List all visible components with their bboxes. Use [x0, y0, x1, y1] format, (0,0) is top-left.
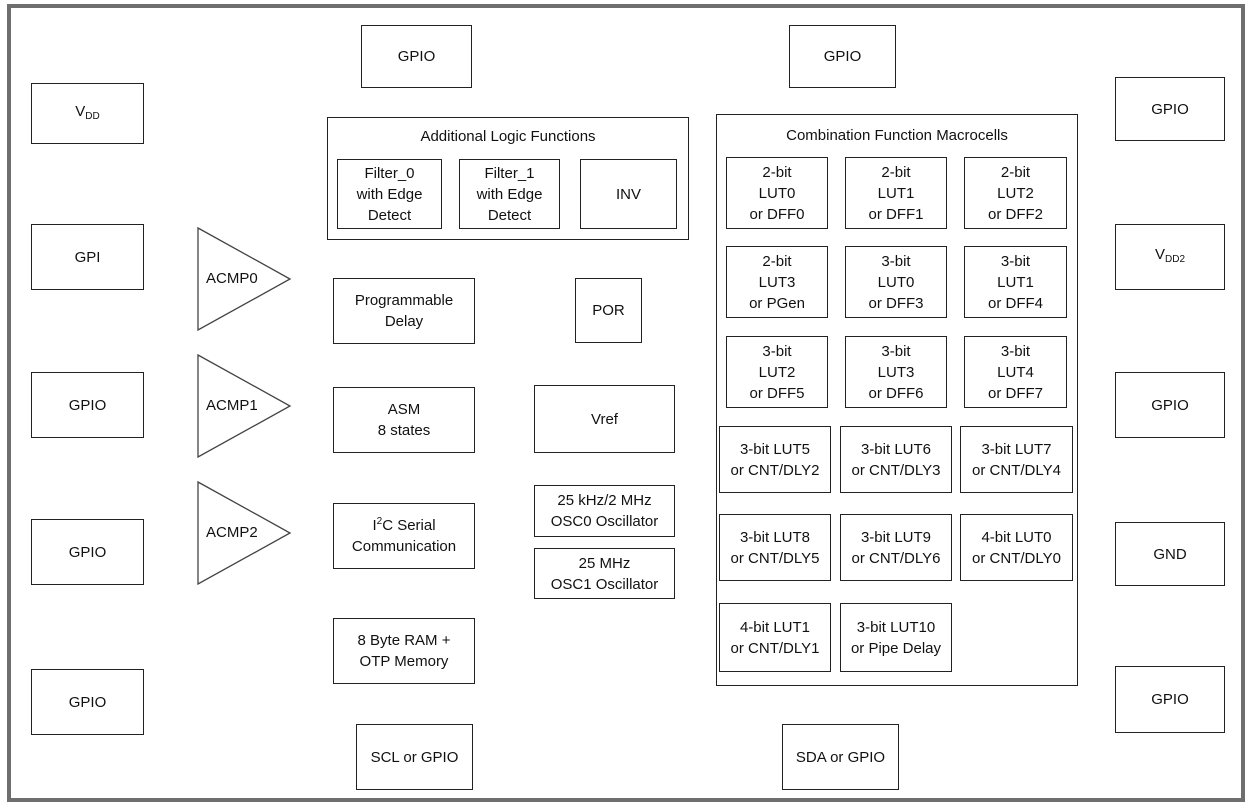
- macrocell: 3-bit LUT7 or CNT/DLY4: [960, 426, 1073, 493]
- pin-label: GPIO: [68, 396, 107, 414]
- macrocell: 2-bit LUT2 or DFF2: [964, 157, 1067, 229]
- macrocell-label: 2-bit LUT1 or DFF1: [868, 163, 924, 223]
- macrocell: 3-bit LUT8 or CNT/DLY5: [719, 514, 831, 581]
- block-label: Filter_0 with Edge Detect: [356, 164, 423, 224]
- vref-block: Vref: [534, 385, 675, 453]
- macrocell-label: 3-bit LUT1 or DFF4: [987, 252, 1043, 312]
- macrocell: 3-bit LUT9 or CNT/DLY6: [840, 514, 952, 581]
- macrocell: 3-bit LUT6 or CNT/DLY3: [840, 426, 952, 493]
- acmp2-triangle-icon: [197, 481, 292, 585]
- pin-label: VDD2: [1154, 246, 1186, 265]
- filter-0-block: Filter_0 with Edge Detect: [337, 159, 442, 229]
- block-label: Filter_1 with Edge Detect: [476, 164, 543, 224]
- pin-gpi: GPI: [31, 224, 144, 290]
- pin-left-gpio-3: GPIO: [31, 669, 144, 735]
- block-label: 25 MHz OSC1 Oscillator: [550, 554, 659, 593]
- macrocells-title: Combination Function Macrocells: [786, 127, 1008, 144]
- filter-1-block: Filter_1 with Edge Detect: [459, 159, 560, 229]
- macrocell: 3-bit LUT1 or DFF4: [964, 246, 1067, 318]
- acmp2-label: ACMP2: [206, 524, 258, 541]
- pin-label: VDD: [75, 102, 100, 122]
- macrocell-label: 3-bit LUT6 or CNT/DLY3: [851, 440, 941, 479]
- pin-top-left: GPIO: [361, 25, 472, 88]
- block-label: ASM 8 states: [377, 401, 431, 439]
- pin-left-gpio-2: GPIO: [31, 519, 144, 585]
- pin-right-gpio-1: GPIO: [1115, 77, 1225, 141]
- macrocell-label: 3-bit LUT2 or DFF5: [749, 342, 805, 402]
- macrocell-label: 2-bit LUT3 or PGen: [749, 252, 805, 312]
- block-label: Programmable Delay: [354, 292, 454, 330]
- macrocell: 3-bit LUT0 or DFF3: [845, 246, 947, 318]
- inv-block: INV: [580, 159, 677, 229]
- pin-label: SDA or GPIO: [795, 748, 886, 766]
- acmp0-label: ACMP0: [206, 270, 258, 287]
- pin-top-right: GPIO: [789, 25, 896, 88]
- pin-label: GPIO: [68, 693, 107, 711]
- pin-label: GPIO: [823, 48, 862, 65]
- pin-vdd2: VDD2: [1115, 224, 1225, 290]
- macrocells-group: Combination Function Macrocells: [716, 114, 1078, 686]
- macrocell: 3-bit LUT5 or CNT/DLY2: [719, 426, 831, 493]
- macrocell-label: 3-bit LUT9 or CNT/DLY6: [851, 528, 941, 567]
- macrocell-label: 3-bit LUT0 or DFF3: [868, 252, 924, 312]
- pin-label: GPIO: [1151, 396, 1189, 414]
- pin-sda-gpio: SDA or GPIO: [782, 724, 899, 790]
- pin-label: GPIO: [397, 48, 436, 65]
- macrocell: 3-bit LUT3 or DFF6: [845, 336, 947, 408]
- block-label: Vref: [591, 410, 618, 428]
- pin-label: GPIO: [1151, 100, 1189, 118]
- osc1-block: 25 MHz OSC1 Oscillator: [534, 548, 675, 599]
- macrocell: 3-bit LUT10 or Pipe Delay: [840, 603, 952, 672]
- pin-gnd: GND: [1115, 522, 1225, 586]
- additional-logic-title: Additional Logic Functions: [420, 128, 596, 145]
- pin-label: GPIO: [68, 543, 107, 561]
- pin-right-gpio-3: GPIO: [1115, 666, 1225, 733]
- por-block: POR: [575, 278, 642, 343]
- macrocell-label: 3-bit LUT8 or CNT/DLY5: [730, 528, 820, 567]
- macrocell: 2-bit LUT1 or DFF1: [845, 157, 947, 229]
- macrocell-label: 4-bit LUT1 or CNT/DLY1: [730, 618, 820, 657]
- macrocell-label: 3-bit LUT5 or CNT/DLY2: [730, 440, 820, 479]
- macrocell-label: 3-bit LUT3 or DFF6: [868, 342, 924, 402]
- pin-label: GPI: [74, 248, 101, 266]
- pin-label: GPIO: [1151, 691, 1189, 708]
- ram-otp-block: 8 Byte RAM + OTP Memory: [333, 618, 475, 684]
- macrocell: 2-bit LUT0 or DFF0: [726, 157, 828, 229]
- acmp0-triangle-icon: [197, 227, 292, 331]
- block-label: POR: [592, 302, 625, 319]
- osc0-block: 25 kHz/2 MHz OSC0 Oscillator: [534, 485, 675, 537]
- macrocell: 3-bit LUT4 or DFF7: [964, 336, 1067, 408]
- macrocell-label: 3-bit LUT10 or Pipe Delay: [850, 618, 942, 657]
- programmable-delay-block: Programmable Delay: [333, 278, 475, 344]
- block-label: INV: [615, 185, 641, 203]
- macrocell-label: 4-bit LUT0 or CNT/DLY0: [972, 528, 1061, 567]
- acmp1-label: ACMP1: [206, 397, 258, 414]
- macrocell-label: 3-bit LUT4 or DFF7: [987, 342, 1043, 402]
- macrocell-label: 2-bit LUT2 or DFF2: [987, 163, 1043, 223]
- diagram-frame: [7, 4, 1245, 802]
- block-label: 8 Byte RAM + OTP Memory: [357, 632, 451, 670]
- macrocell-label: 3-bit LUT7 or CNT/DLY4: [972, 440, 1061, 479]
- pin-left-gpio-1: GPIO: [31, 372, 144, 438]
- pin-label: GND: [1153, 545, 1187, 563]
- macrocell: 3-bit LUT2 or DFF5: [726, 336, 828, 408]
- macrocell: 2-bit LUT3 or PGen: [726, 246, 828, 318]
- pin-vdd: VDD: [31, 83, 144, 144]
- macrocell-label: 2-bit LUT0 or DFF0: [749, 163, 805, 223]
- pin-label: SCL or GPIO: [370, 748, 459, 766]
- block-label: 25 kHz/2 MHz OSC0 Oscillator: [550, 492, 659, 530]
- acmp1-triangle-icon: [197, 354, 292, 458]
- macrocell: 4-bit LUT1 or CNT/DLY1: [719, 603, 831, 672]
- pin-right-gpio-2: GPIO: [1115, 372, 1225, 438]
- macrocell: 4-bit LUT0 or CNT/DLY0: [960, 514, 1073, 581]
- asm-block: ASM 8 states: [333, 387, 475, 453]
- additional-logic-group: Additional Logic Functions: [327, 117, 689, 240]
- pin-scl-gpio: SCL or GPIO: [356, 724, 473, 790]
